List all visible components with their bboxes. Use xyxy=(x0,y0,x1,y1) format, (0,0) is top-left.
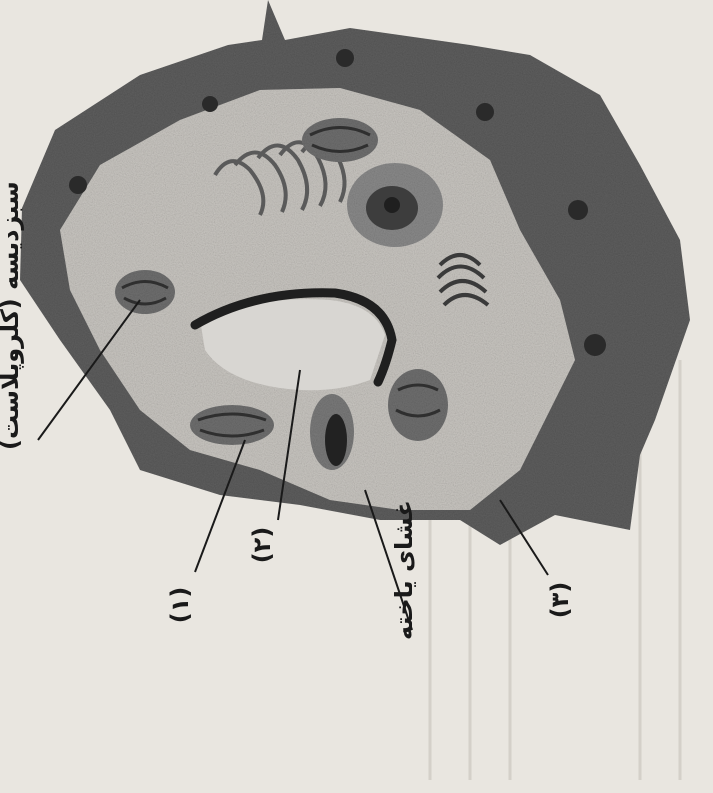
mitochondrion xyxy=(310,394,354,470)
label-cell-membrane: غشای یاخته xyxy=(390,500,418,640)
label-part-1: (۱) xyxy=(166,587,194,624)
chloroplast-top xyxy=(302,118,378,162)
nucleus xyxy=(347,163,443,247)
label-part-3: (۳) xyxy=(546,582,574,619)
chloroplast-1 xyxy=(190,405,274,445)
chloroplast-left xyxy=(115,270,175,314)
chloroplast-lower xyxy=(388,369,448,441)
label-chloroplast: سبزدیسه (کلروپلاست) xyxy=(0,181,24,450)
label-part-2: (۲) xyxy=(248,527,276,564)
